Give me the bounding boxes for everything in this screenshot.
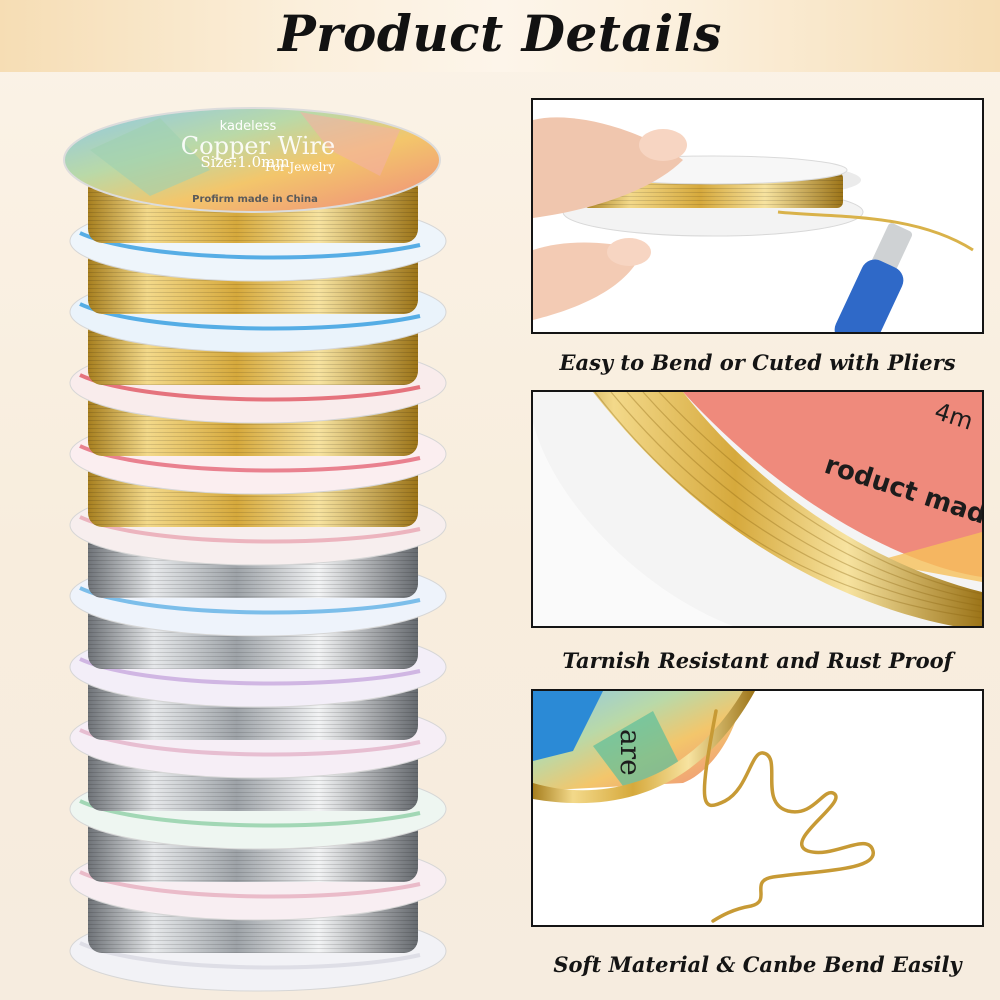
spool-origin-text: Profirm made in China [192, 194, 318, 205]
feature-photo-bend-cut [531, 98, 984, 334]
spool-size-text: Size:1.0mm [200, 153, 289, 171]
page-title: Product Details [278, 4, 722, 63]
loose-wire-end [777, 210, 974, 252]
spool-use-text: For Jewelry [265, 160, 335, 174]
gold-wire-closeup [533, 392, 982, 626]
label-closeup [683, 392, 982, 577]
spool-top-label: kadeless Copper Wire For Jewelry Size:1.… [63, 107, 441, 213]
pliers-icon [834, 223, 913, 332]
feature-caption-3: Soft Material & Canbe Bend Easily [553, 952, 962, 977]
label-corner-text: are [614, 729, 647, 776]
feature-photo-tarnish-resistant: roduct made in t 4m [531, 390, 984, 628]
feature-caption-1: Easy to Bend or Cuted with Pliers [559, 350, 956, 375]
feature-photo-soft-bend: are [531, 689, 984, 927]
spool-brand-text: kadeless [220, 119, 277, 134]
wire-spool-stack-photo: kadeless Copper Wire For Jewelry Size:1.… [63, 107, 447, 992]
feature-caption-2: Tarnish Resistant and Rust Proof [562, 648, 953, 673]
spool-product-text: Copper Wire [181, 132, 335, 160]
header-banner: Product Details [0, 0, 1000, 72]
zigzag-wire [702, 709, 875, 923]
